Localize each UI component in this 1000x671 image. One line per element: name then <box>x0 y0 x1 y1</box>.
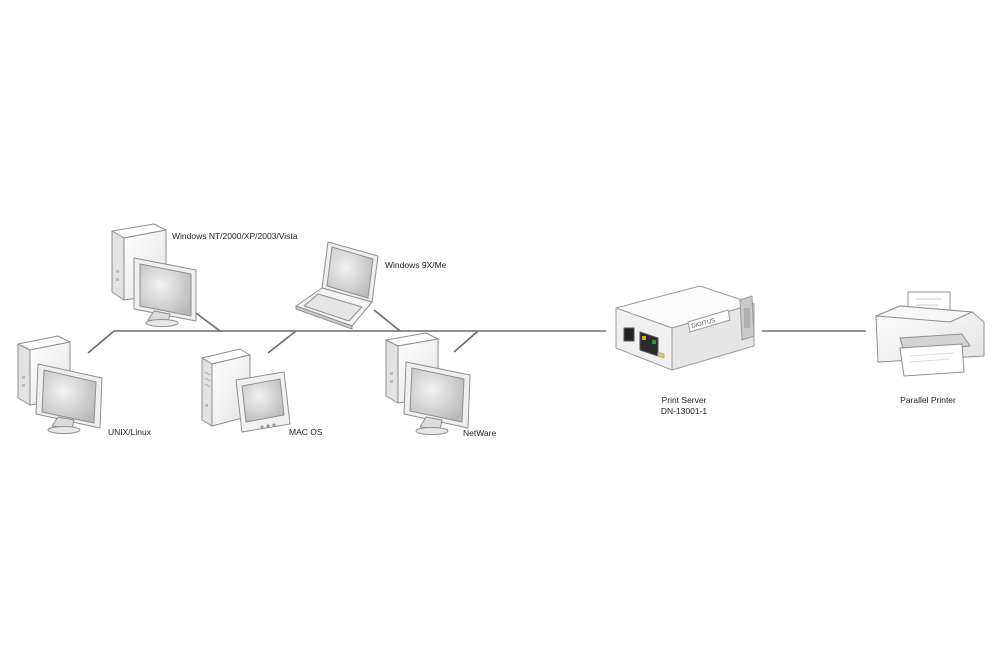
print-server-icon: DIGITUS <box>616 286 754 370</box>
link-win-9x <box>374 310 400 331</box>
link-netware <box>454 331 478 352</box>
link-mac <box>268 331 296 353</box>
print-server-model: DN-13001-1 <box>661 406 707 417</box>
node-label-printer: Parallel Printer <box>900 395 956 406</box>
link-unix <box>88 331 114 353</box>
node-label-print-server: Print Server DN-13001-1 <box>661 395 707 417</box>
print-server-name: Print Server <box>661 395 707 406</box>
printer-icon <box>876 292 984 376</box>
node-label-unix: UNIX/Linux <box>108 427 151 438</box>
link-win-nt <box>196 313 220 331</box>
node-label-netware: NetWare <box>463 428 496 439</box>
laptop-icon <box>296 242 378 329</box>
node-label-win-9x: Windows 9X/Me <box>385 260 446 271</box>
desktop-crt-monitor-icon <box>202 349 290 432</box>
node-label-win-nt: Windows NT/2000/XP/2003/Vista <box>172 231 298 242</box>
node-label-mac: MAC OS <box>289 427 323 438</box>
desktop-tower-monitor-icon <box>18 336 102 434</box>
